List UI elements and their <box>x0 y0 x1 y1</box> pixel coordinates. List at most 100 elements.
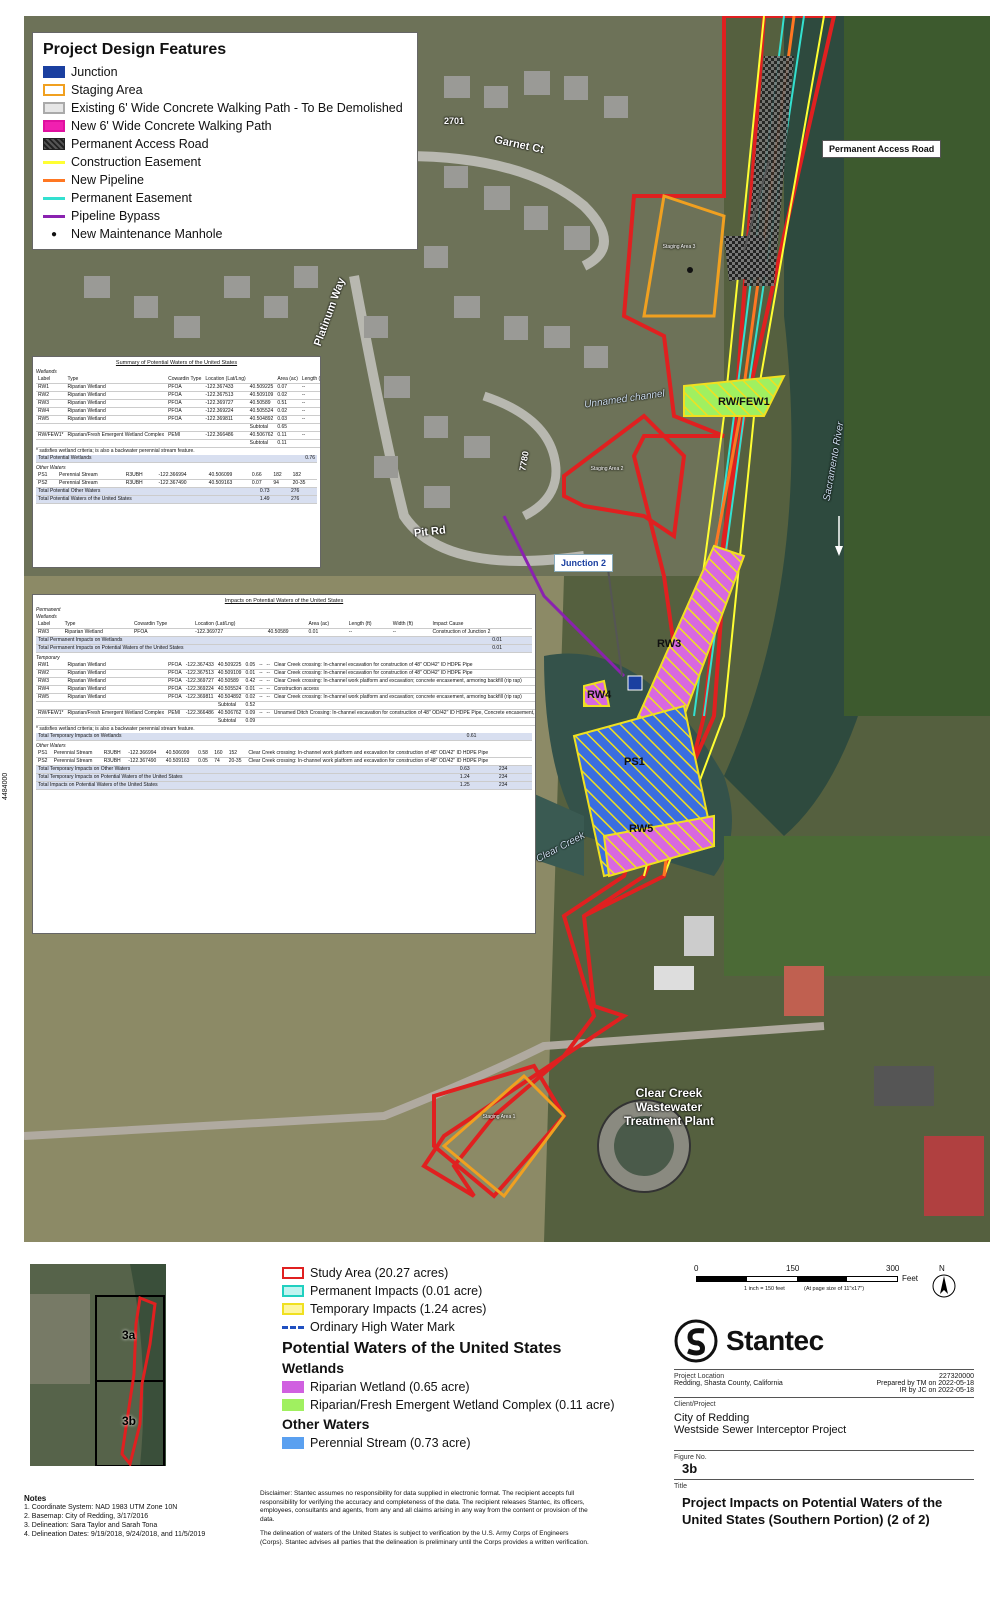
legend-box-swatch <box>43 120 65 132</box>
table2-other-heading: Other Waters <box>36 743 66 749</box>
waters-legend-item: Temporary Impacts (1.24 acres) <box>282 1300 662 1318</box>
table-cell: -122.367433 <box>203 383 248 392</box>
table-cell: -- <box>264 677 272 686</box>
table-cell: -122.367490 <box>156 479 207 488</box>
table-header: Label <box>36 621 63 629</box>
callout-permanent-access-road: Permanent Access Road <box>822 140 942 158</box>
scale-tick-0: 0 <box>694 1264 699 1273</box>
table-cell: RW2 <box>36 391 66 400</box>
legend-item-label: Junction <box>71 65 118 79</box>
notes-block: Notes 1. Coordinate System: NAD 1983 UTM… <box>24 1494 274 1539</box>
table-cell: -122.366486 <box>203 431 248 440</box>
legend-item: New 6' Wide Concrete Walking Path <box>43 117 407 135</box>
table-cell: Clear Creek crossing: In-channel work pl… <box>246 757 532 766</box>
table-cell: PFOA <box>166 415 204 424</box>
table-cell: 0.65 <box>275 423 300 432</box>
wetland-legend-items: Riparian Wetland (0.65 acre) Riparian/Fre… <box>282 1378 662 1414</box>
table-cell: RW1 <box>36 662 66 670</box>
table-cell <box>65 439 167 448</box>
legend-item-label: Permanent Easement <box>71 191 192 205</box>
table-cell: 40.50589 <box>247 399 276 408</box>
project-number: 227320000 <box>938 1373 974 1380</box>
table-cell <box>257 717 265 726</box>
project-location-label: Project Location <box>674 1373 725 1380</box>
note-line: 4. Delineation Dates: 9/19/2018, 9/24/20… <box>24 1531 206 1538</box>
table-cell: 40.506099 <box>163 750 197 758</box>
table-cell: RW/FEW1* <box>36 431 66 440</box>
legend-item: Construction Easement <box>43 153 407 171</box>
note-line: 1. Coordinate System: NAD 1983 UTM Zone … <box>24 1504 178 1511</box>
table2-perm-total-all: Total Permanent Impacts on Potential Wat… <box>36 644 532 653</box>
table-cell: RW3 <box>36 628 63 637</box>
table-cell: 20-35 <box>226 757 247 766</box>
table-cell: Clear Creek crossing: In-channel excavat… <box>271 662 535 670</box>
reviewed-by: IR by JC on 2022-05-18 <box>899 1387 974 1394</box>
table-cell: Perennial Stream <box>57 472 124 480</box>
table-cell: 0.07 <box>275 383 300 392</box>
table-cell: 40.50589 <box>215 677 244 686</box>
legend-box-swatch <box>43 84 65 96</box>
table-cell: 40.509109 <box>215 669 244 678</box>
table-cell: Riparian Wetland <box>65 407 167 416</box>
waters-legend-label: Riparian/Fresh Emergent Wetland Complex … <box>310 1398 615 1412</box>
table-cell: -122.367490 <box>126 757 164 766</box>
waters-legend-label: Riparian Wetland (0.65 acre) <box>310 1380 470 1394</box>
impact-legend-items: Study Area (20.27 acres)Permanent Impact… <box>282 1264 662 1336</box>
legend-item-label: Existing 6' Wide Concrete Walking Path -… <box>71 101 403 115</box>
table1-other-heading: Other Waters <box>36 465 66 471</box>
table-cell: 0.02 <box>275 391 300 400</box>
table-header: Type <box>65 376 167 384</box>
project-location: Redding, Shasta County, California <box>674 1380 783 1387</box>
table-cell <box>65 701 167 710</box>
waters-legend-item: Study Area (20.27 acres) <box>282 1264 662 1282</box>
table-cell: -- <box>264 693 272 702</box>
table-cell: 94 <box>271 479 291 488</box>
legend-line-swatch <box>43 214 65 218</box>
table-cell: -122.369727 <box>193 628 266 637</box>
table-cell: R3UBH <box>101 750 127 758</box>
table-cell: -122.369811 <box>183 693 216 702</box>
table-cell <box>183 701 216 710</box>
table-cell: RW/FEW1* <box>36 709 66 718</box>
table-cell: PFOA <box>166 685 184 694</box>
table-cell: 40.504892 <box>247 415 276 424</box>
legend-item-label: Pipeline Bypass <box>71 209 160 223</box>
table-cell: PFOA <box>131 628 194 637</box>
note-line: 3. Delineation: Sara Taylor and Sarah To… <box>24 1522 158 1529</box>
table-cell: PEMI <box>166 709 184 718</box>
table-cell: 40.505524 <box>215 685 244 694</box>
table-cell <box>65 717 167 726</box>
legend-box-swatch <box>43 66 65 78</box>
figure-number: 3b <box>682 1461 698 1476</box>
table1-title: Summary of Potential Waters of the Unite… <box>115 360 238 366</box>
legend-box-swatch <box>282 1381 304 1393</box>
table-cell: 0.09 <box>243 717 258 726</box>
table-cell: Clear Creek crossing: In-channel work pl… <box>271 677 535 686</box>
table-cell: 40.50589 <box>265 628 307 637</box>
table-cell <box>166 701 184 710</box>
stantec-logo: Stantec <box>674 1316 974 1366</box>
legend-box-swatch <box>43 102 65 114</box>
table-cell: -122.369727 <box>183 677 216 686</box>
legend-item: Existing 6' Wide Concrete Walking Path -… <box>43 99 407 117</box>
table-cell: Riparian Wetland <box>65 669 167 678</box>
table-header: Cowardin Type <box>131 621 194 629</box>
wetlands-heading: Wetlands <box>282 1360 344 1376</box>
table-cell: RW5 <box>36 415 66 424</box>
table-cell: 40.504892 <box>215 693 244 702</box>
table-cell: 40.509225 <box>215 662 244 670</box>
table-cell: 0.05 <box>243 662 258 670</box>
table-cell: 0.07 <box>249 479 272 488</box>
legend-item: Permanent Easement <box>43 189 407 207</box>
legend-item: Junction <box>43 63 407 81</box>
legend-line-swatch <box>282 1325 304 1329</box>
table2-total-all: Total Impacts on Potential Waters of the… <box>36 781 532 790</box>
